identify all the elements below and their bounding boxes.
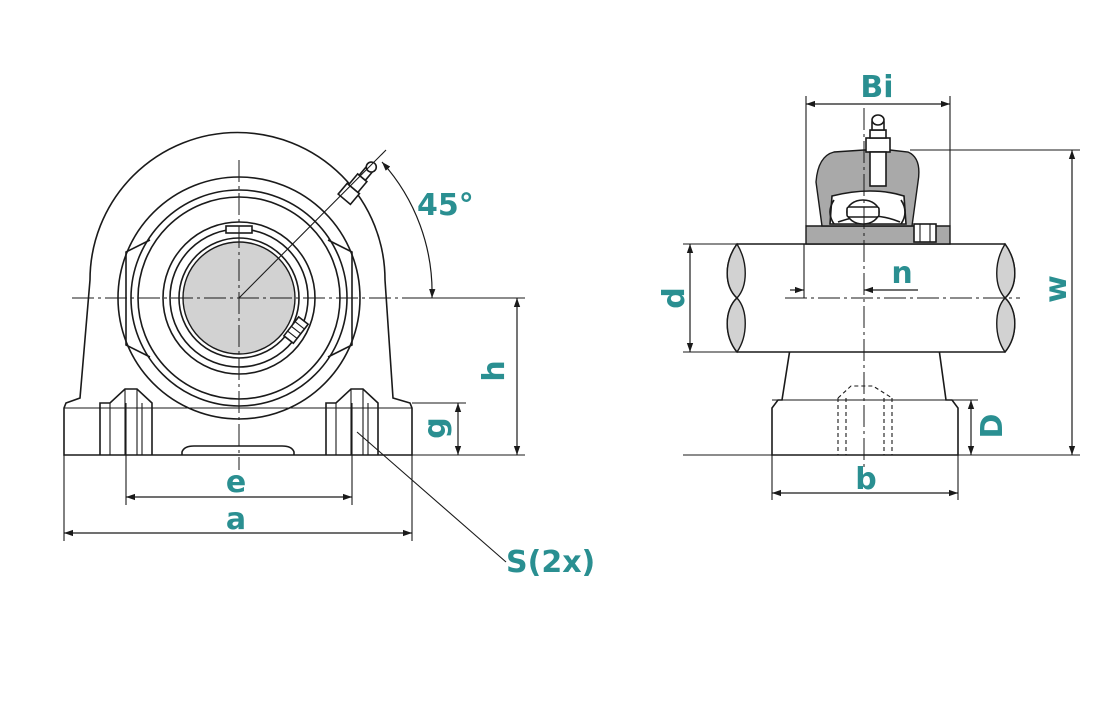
label-angle: 45° [417, 188, 474, 223]
label-e: e [226, 465, 246, 500]
front-view [63, 131, 525, 563]
left-bolt-hole [99, 388, 153, 455]
label-s: S(2x) [506, 545, 595, 580]
label-a: a [226, 502, 246, 537]
label-d-upper: D [975, 414, 1010, 439]
right-bolt-hole [325, 388, 379, 455]
label-bi: Bi [860, 70, 893, 105]
label-g: g [418, 417, 453, 438]
grease-nipple [865, 114, 891, 187]
set-screw [282, 315, 310, 345]
label-d: d [657, 287, 692, 308]
label-n: n [891, 256, 912, 291]
labels: 45° h g e a S(2x) Bi n d w D b [226, 70, 1074, 580]
label-w: w [1039, 275, 1074, 303]
base-recess [181, 445, 295, 455]
label-b: b [855, 462, 876, 497]
grease-fitting [337, 161, 378, 206]
label-h: h [477, 360, 512, 381]
side-view [683, 96, 1080, 500]
